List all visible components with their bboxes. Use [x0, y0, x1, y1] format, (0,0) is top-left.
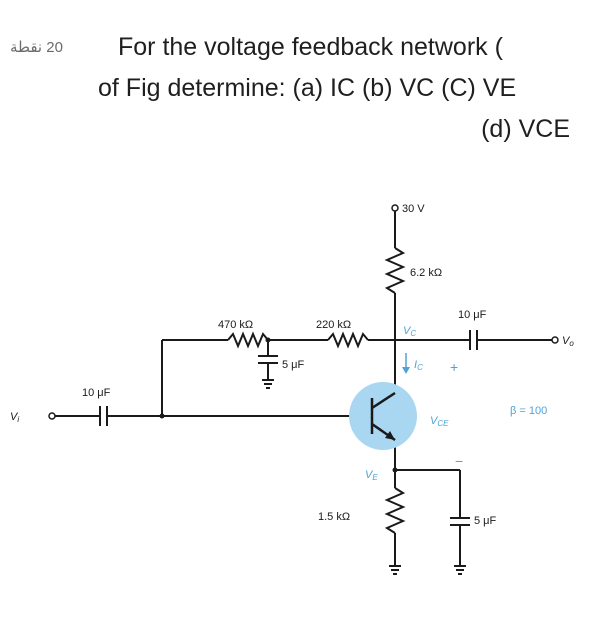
node-dot: [265, 337, 271, 343]
ground-symbols: [262, 379, 466, 575]
r1-label: 470 kΩ: [218, 319, 253, 331]
vc-label: VC: [403, 325, 416, 338]
circuit-figure: 30 V 6.2 kΩ 470 kΩ 220 kΩ 5 μF 10 μF 10 …: [0, 188, 593, 618]
ve-label: VE: [365, 469, 378, 482]
emitter-arrow: [385, 431, 395, 440]
input-terminal: [48, 412, 56, 420]
ic-arrowhead: [402, 367, 410, 374]
circuit-diagram: 30 V 6.2 kΩ 470 kΩ 220 kΩ 5 μF 10 μF 10 …: [10, 203, 574, 575]
input-cap-label: 10 μF: [82, 387, 111, 399]
output-cap-label: 10 μF: [458, 309, 487, 321]
question-text: For the voltage feedback network ( of Fi…: [98, 27, 578, 150]
question-line-1: For the voltage feedback network (: [118, 33, 503, 61]
ce-label: 5 μF: [474, 515, 497, 527]
question-line-3: (d) VCE: [481, 115, 570, 143]
node-dot: [392, 467, 398, 473]
supply-terminal: [391, 204, 399, 212]
rc-resistor: [384, 247, 406, 294]
transistor-glow: [349, 382, 417, 450]
r2-label: 220 kΩ: [316, 319, 351, 331]
vo-label: Vo: [562, 335, 574, 348]
beta-label: β = 100: [510, 405, 547, 417]
r1-resistor: [227, 331, 269, 349]
bypass-cap-label: 5 μF: [282, 359, 305, 371]
r2-resistor: [327, 331, 369, 349]
circuit-wires: [55, 210, 552, 566]
re-label: 1.5 kΩ: [318, 511, 350, 523]
vce-label: VCE: [430, 415, 449, 428]
question-line-2: of Fig determine: (a) IC (b) VC (C) VE: [98, 74, 517, 102]
re-resistor: [384, 487, 406, 534]
ic-label: IC: [414, 359, 423, 372]
rc-label: 6.2 kΩ: [410, 267, 442, 279]
points-label: 20 نقطة: [10, 39, 63, 56]
plus-label: +: [450, 359, 458, 375]
supply-label: 30 V: [402, 203, 425, 215]
minus-label: −: [455, 453, 463, 469]
node-dot: [159, 413, 165, 419]
output-terminal: [551, 336, 559, 344]
vi-label: Vi: [10, 411, 19, 424]
